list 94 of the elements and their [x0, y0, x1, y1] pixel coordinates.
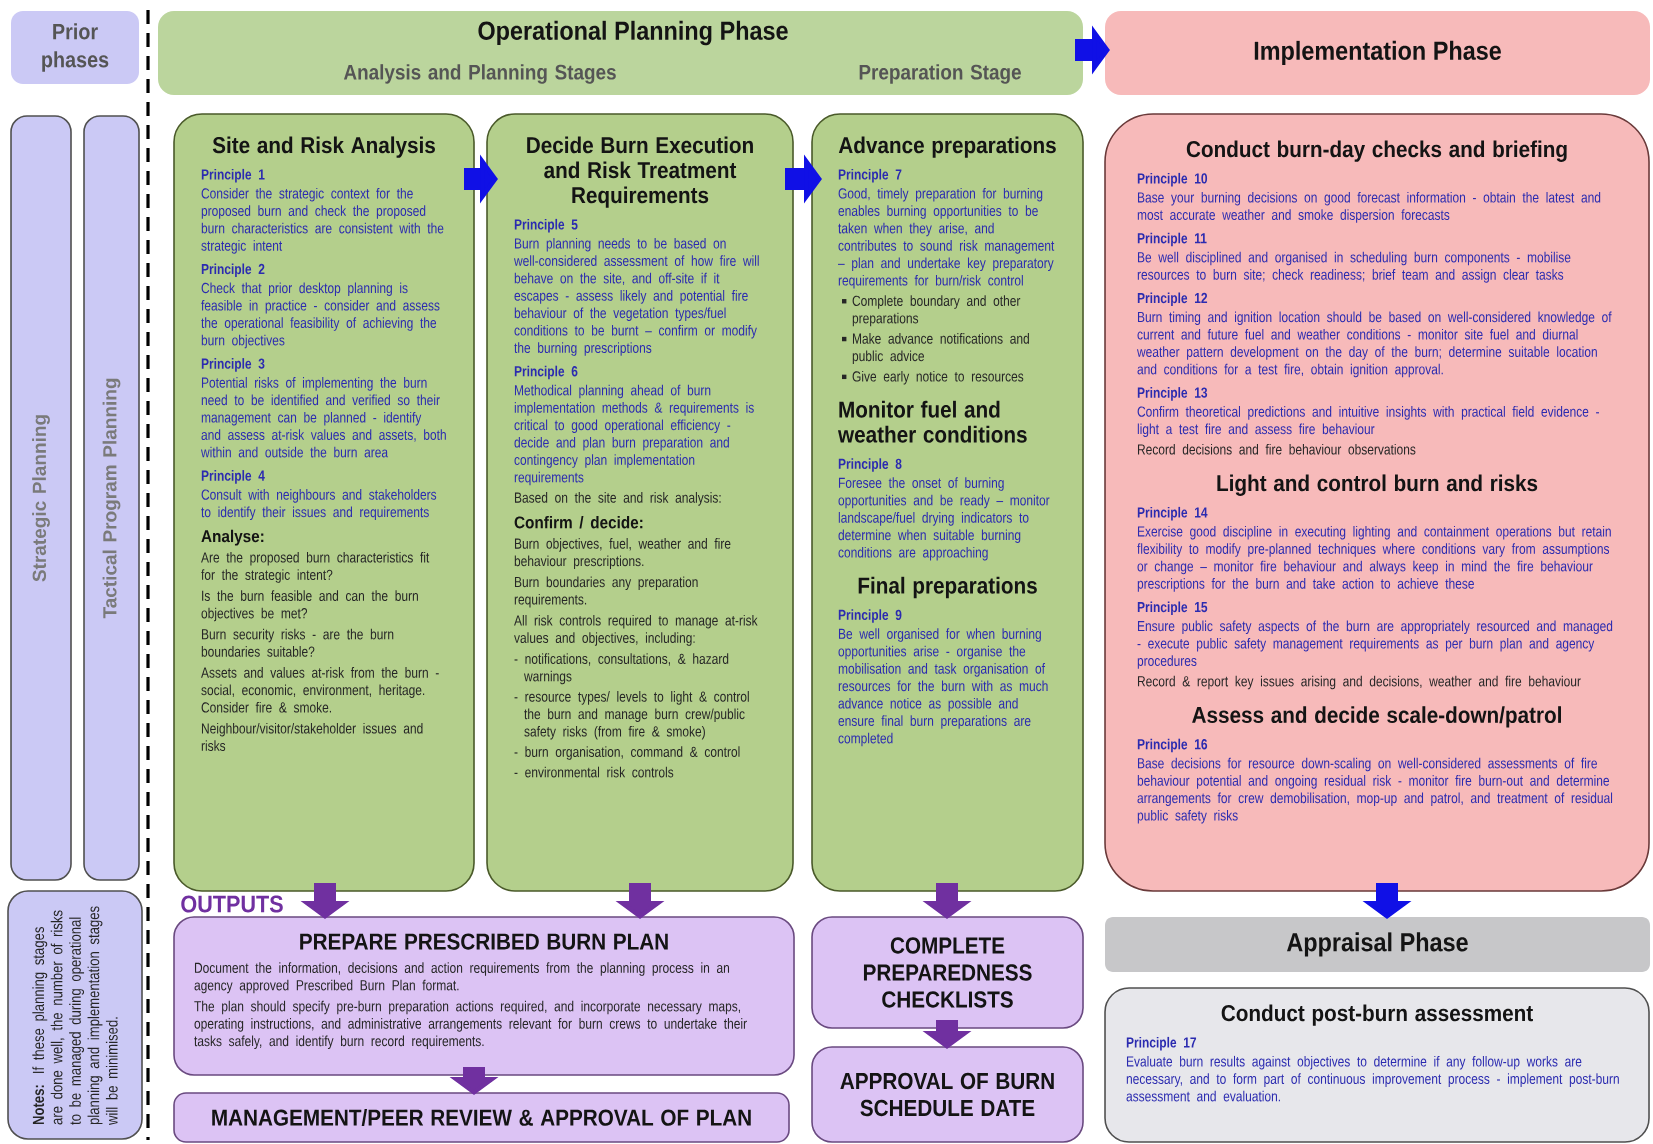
principle-label: Principle 6 — [514, 365, 578, 380]
output-title: MANAGEMENT/PEER REVIEW & APPROVAL OF PLAN — [212, 1108, 751, 1127]
principle-label: Principle 3 — [201, 358, 265, 372]
body-text: Document the information, decisions and action requirements from the planning process in an agency approved Prescribed Burn Plan format. — [194, 962, 729, 994]
section-heading: Conduct post-burn assessment — [1221, 1004, 1533, 1026]
notes-box — [7, 890, 143, 1140]
section-heading: Site and Risk Analysis — [212, 136, 435, 158]
principle-text: Be well organised for when burning opportunities arise - organise the mobilisation and task organisation of resources for the burn with as much advance notice as possible and ensure final burn preparations are completed — [838, 628, 1048, 747]
phase-box — [11, 11, 139, 84]
body-text: Burn objectives, fuel, weather and fire behaviour prescriptions. — [514, 538, 731, 570]
principle-text: Good, timely preparation for burning enables burning opportunities to be taken when they arise, and contributes to sound risk management – plan and undertake key preparatory requirements for burn/risk control — [838, 187, 1055, 289]
principle-text: Confirm theoretical predictions and intuitive insights with practical field evidence - light a test fire and assess fire behaviour — [1137, 406, 1599, 438]
principle-text: Foresee the onset of burning opportunities and be ready – monitor landscape/fuel drying indicators to determine when suitable burning conditions are approaching — [838, 477, 1050, 561]
body-text: Burn security risks - are the burn boundaries suitable? — [201, 628, 394, 657]
subheading: Confirm / decide: — [514, 515, 643, 529]
section-heading: Monitor fuel and weather conditions — [837, 400, 1027, 443]
stage-title: Preparation Stage — [859, 64, 1021, 84]
principle-text: Base your burning decisions on good forecast information - obtain the latest and most accurate weather and smoke dispersion forecasts — [1137, 191, 1601, 223]
output-title: COMPLETE PREPAREDNESS CHECKLISTS — [863, 937, 1032, 1008]
body-text: Neighbour/visitor/stakeholder issues and risks — [201, 722, 423, 751]
principle-text: Be well disciplined and organised in scheduling burn components - mobilise resources to burn site; check readiness; brief team and assign clear tasks — [1137, 251, 1571, 283]
principle-text: Base decisions for resource down-scaling on well-considered assessments of fire behaviour potential and ongoing residual risk - monitor fire burn-out and determine arrangements for crew demobilisation, mop-up and patrol, and treatment of residual public safety risks — [1137, 757, 1613, 824]
side-label: Strategic Planning — [32, 415, 50, 582]
list-item: Give early notice to resources — [842, 370, 1024, 385]
planning-bar — [10, 115, 72, 881]
body-text: Record decisions and fire behaviour observations — [1138, 443, 1416, 455]
phase-title: Operational Planning Phase — [478, 20, 788, 46]
principle-text: Consider the strategic context for the proposed burn and check the proposed burn characteristics are consistent with the strategic intent — [201, 187, 444, 254]
list-item: - notifications, consultations, & hazard warnings — [514, 653, 729, 685]
principle-text: Ensure public safety aspects of the burn are appropriately resourced and managed - execute public safety management requirements as per burn plan and agency procedures — [1137, 620, 1613, 669]
stage-box — [1104, 113, 1650, 892]
principle-text: Methodical planning ahead of burn implementation methods & requirements is critical to good operational efficiency - decide and plan burn preparation and contingency plan implementation requirements — [514, 384, 754, 486]
stage-title: Analysis and Planning Stages — [343, 64, 616, 84]
subheading: Analyse: — [201, 529, 264, 546]
list-item: - environmental risk controls — [514, 766, 674, 778]
list-item: Make advance notifications and public advice — [842, 333, 1029, 365]
principle-label: Principle 13 — [1137, 387, 1208, 401]
body-text: Based on the site and risk analysis: — [515, 492, 721, 506]
body-text: Assets and values at-risk from the burn - social, economic, environment, heritage. Consider fire & smoke. — [201, 667, 439, 713]
body-text: Burn boundaries any preparation requirements. — [514, 576, 698, 608]
principle-text: Consult with neighbours and stakeholders to identify their issues and requirements — [201, 489, 437, 521]
phase-title: Prior phases — [42, 23, 109, 72]
phase-band — [1105, 11, 1650, 95]
planning-bar — [83, 115, 140, 881]
principle-label: Principle 10 — [1137, 172, 1208, 187]
principle-label: Principle 17 — [1126, 1036, 1197, 1051]
stage-box — [486, 113, 794, 892]
stage-box — [1104, 987, 1650, 1143]
section-heading: Advance preparations — [838, 136, 1056, 158]
output-box — [811, 1046, 1084, 1143]
body-text: Record & report key issues arising and decisions, weather and fire behaviour — [1138, 675, 1581, 690]
principle-label: Principle 14 — [1137, 506, 1208, 521]
stage-box — [173, 113, 475, 892]
principle-label: Principle 1 — [201, 168, 265, 183]
principle-label: Principle 2 — [201, 263, 265, 278]
body-text: Is the burn feasible and can the burn objectives be met? — [201, 590, 418, 622]
body-text: The plan should specify pre-burn preparation actions required, and incorporate necessary maps, operating instructions, and administrative arrangements relevant for burn crews to undertake their tasks safely, and identify burn record requirements. — [194, 1000, 747, 1050]
principle-label: Principle 5 — [514, 218, 578, 233]
output-title: APPROVAL OF BURN SCHEDULE DATE — [840, 1072, 1054, 1117]
principle-label: Principle 15 — [1137, 601, 1208, 616]
principle-text: Potential risks of implementing the burn need to be identified and verified so their management can be planned - identify and assess at-risk values and assets, both within and outside the burn area — [201, 377, 446, 458]
phase-title: Appraisal Phase — [1287, 932, 1468, 957]
principle-text: Evaluate burn results against objectives to determine if any follow-up works are necessary, and to form part of continuous improvement process - implement post-burn assessment and evaluation. — [1126, 1055, 1619, 1102]
list-item: Complete boundary and other preparations — [842, 295, 1021, 327]
body-text: All risk controls required to manage at-risk values and objectives, including: — [514, 614, 758, 646]
section-heading: Assess and decide scale-down/patrol — [1192, 706, 1561, 728]
principle-text: Check that prior desktop planning is feasible in practice - consider and assess the operational feasibility of achieving the burn objectives — [201, 282, 440, 349]
section-heading: Final preparations — [858, 576, 1037, 599]
principle-label: Principle 16 — [1137, 738, 1208, 753]
list-item: - burn organisation, command & control — [514, 746, 740, 760]
phase-band — [158, 11, 1083, 95]
stage-box — [811, 113, 1084, 892]
principle-text: Burn planning needs to be based on well-considered assessment of how fire will behave on the site, and off-site if it escapes - assess likely and potential fire behaviour of the vegetation types/fuel conditions to be burnt – confirm or modify the burning prescriptions — [514, 237, 759, 356]
principle-label: Principle 8 — [838, 458, 902, 472]
output-box — [173, 916, 795, 1076]
body-text: Are the proposed burn characteristics fit for the strategic intent? — [201, 551, 430, 583]
principle-label: Principle 9 — [838, 609, 902, 623]
output-box — [811, 916, 1084, 1029]
section-heading: Light and control burn and risks — [1217, 474, 1538, 496]
output-box — [173, 1092, 790, 1143]
principle-label: Principle 4 — [201, 470, 265, 484]
phase-band — [1105, 917, 1650, 972]
section-heading: Decide Burn Execution and Risk Treatment Requirements — [527, 136, 753, 208]
principle-label: Principle 7 — [838, 168, 902, 183]
list-item: - resource types/ levels to light & control the burn and manage burn crew/public safety risks (from fire & smoke) — [514, 691, 749, 740]
principle-text: Burn timing and ignition location should be based on well-considered knowledge of current and future fuel and weather conditions - monitor site fuel and diurnal weather pattern development on the day of the burn; determine suitable location and conditions for a test fire, obtain ignition approval. — [1137, 311, 1612, 378]
phase-title: Implementation Phase — [1254, 40, 1501, 66]
principle-label: Principle 11 — [1137, 232, 1207, 247]
output-title: PREPARE PRESCRIBED BURN PLAN — [300, 933, 668, 950]
principle-text: Exercise good discipline in executing lighting and containment operations but retain flexibility to modify pre-planned techniques where conditions vary from assumptions or change – monitor fire behaviour and always keep in mind the fire behaviour prescriptions for the burn and take action to achieve these — [1137, 525, 1611, 592]
principle-label: Principle 12 — [1137, 292, 1208, 307]
side-label: Tactical Program Planning — [102, 378, 121, 619]
outputs-label: OUTPUTS — [181, 895, 283, 913]
section-heading: Conduct burn-day checks and briefing — [1186, 140, 1567, 162]
